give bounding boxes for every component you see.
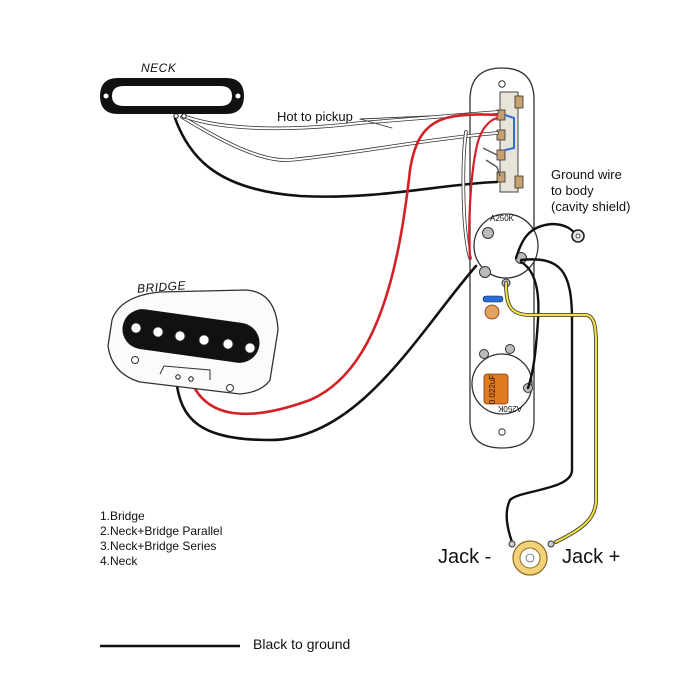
- tone-pot-value: A250K: [498, 404, 523, 413]
- pot-lug: [482, 227, 494, 239]
- jack-hot-lug: [547, 540, 555, 548]
- position-2: 2.Neck+Bridge Parallel: [100, 524, 223, 538]
- pickup-screw: [226, 384, 234, 392]
- tone-capacitor: [483, 373, 509, 405]
- pot-lug: [505, 344, 515, 354]
- ground-wire-line-3: (cavity shield): [551, 199, 631, 214]
- neck-pickup: [100, 78, 244, 119]
- jack-ground-lug: [508, 540, 516, 548]
- ground-wire-label: Ground wire to body (cavity shield): [551, 167, 630, 215]
- switch-positions-list: 1.Bridge 2.Neck+Bridge Parallel 3.Neck+B…: [100, 509, 222, 569]
- jack-minus-label: Jack -: [438, 546, 492, 568]
- bridge-pickup: [107, 289, 279, 395]
- treble-bleed: [482, 295, 504, 320]
- pickup-screw: [235, 93, 241, 99]
- legend-ground-label: Black to ground: [253, 636, 351, 652]
- selector-switch: [482, 91, 524, 193]
- output-jack: [508, 540, 555, 576]
- ground-wire-line-2: to body: [551, 183, 594, 198]
- position-3: 3.Neck+Bridge Series: [100, 539, 217, 553]
- pot-lug: [479, 349, 489, 359]
- neck-label: NECK: [141, 61, 177, 75]
- hot-to-pickup-label: Hot to pickup: [277, 109, 353, 124]
- plate-screw-bottom: [498, 428, 506, 436]
- pickup-solder-point: [175, 374, 181, 380]
- position-4: 4.Neck: [100, 554, 138, 568]
- pole-pieces: [130, 322, 256, 354]
- ground-lug: [571, 229, 585, 243]
- pickup-screw: [131, 356, 139, 364]
- jack-plus-label: Jack +: [562, 546, 621, 568]
- pickup-screw: [103, 93, 109, 99]
- position-1: 1.Bridge: [100, 509, 145, 523]
- pickup-solder-point: [181, 113, 187, 119]
- pot-lug: [479, 266, 491, 278]
- plate-screw-top: [498, 80, 506, 88]
- pickup-solder-point: [173, 113, 179, 119]
- pickup-solder-point: [188, 376, 194, 382]
- volume-pot-value: A250K: [490, 214, 515, 223]
- wires: [173, 110, 598, 544]
- capacitor-value: 0.022uF: [488, 374, 498, 405]
- ground-wire-line-1: Ground wire: [551, 167, 622, 182]
